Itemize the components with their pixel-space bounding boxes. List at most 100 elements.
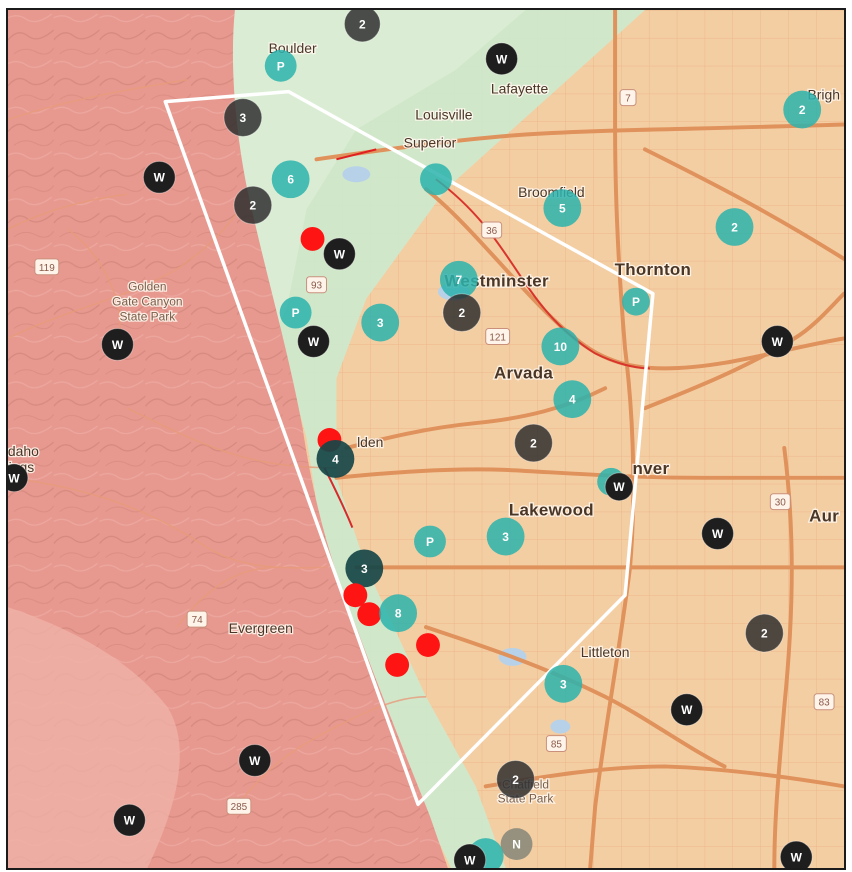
- highway-shield-36: 36: [481, 221, 503, 239]
- svg-text:83: 83: [819, 698, 831, 709]
- incident-marker[interactable]: [416, 633, 440, 657]
- marker-label: W: [8, 471, 20, 485]
- waypoint-marker[interactable]: W: [453, 843, 487, 868]
- svg-text:85: 85: [551, 740, 563, 751]
- highway-shield-93: 93: [306, 276, 327, 294]
- marker-label: P: [426, 535, 434, 549]
- highway-shield-121: 121: [485, 328, 511, 345]
- marker-label: 3: [502, 530, 509, 544]
- marker-label: W: [496, 52, 508, 66]
- marker-label: 2: [530, 436, 537, 450]
- cluster-marker[interactable]: 5: [543, 189, 582, 228]
- marker-label: 6: [287, 173, 294, 187]
- cluster-marker[interactable]: 3: [345, 549, 384, 588]
- incident-marker[interactable]: [300, 227, 325, 251]
- marker-label: 7: [456, 273, 463, 287]
- marker-label: 2: [459, 306, 466, 320]
- marker-label: W: [613, 480, 625, 494]
- cluster-marker[interactable]: 4: [316, 439, 355, 478]
- cluster-marker[interactable]: 3: [544, 664, 583, 703]
- cluster-marker[interactable]: 2: [233, 185, 273, 225]
- marker-label: 2: [731, 220, 738, 234]
- cluster-marker[interactable]: 10: [541, 327, 580, 366]
- cluster-marker[interactable]: N: [500, 828, 533, 860]
- incident-marker[interactable]: [343, 583, 368, 608]
- marker-label: 2: [359, 17, 366, 31]
- marker-label: 3: [240, 111, 247, 125]
- waypoint-marker[interactable]: W: [485, 42, 519, 76]
- cluster-marker[interactable]: P: [622, 287, 650, 316]
- place-label-lakewood: Lakewood: [509, 501, 594, 520]
- waypoint-marker[interactable]: W: [670, 693, 704, 727]
- waypoint-marker[interactable]: W: [604, 472, 634, 502]
- red-trail: [336, 148, 377, 161]
- waypoint-marker[interactable]: W: [101, 328, 134, 361]
- svg-text:74: 74: [192, 615, 204, 626]
- marker-label: W: [308, 335, 320, 349]
- place-label-golden: lden: [357, 434, 383, 450]
- cluster-marker[interactable]: 2: [514, 423, 553, 463]
- cluster-marker[interactable]: 3: [486, 517, 525, 556]
- highway-shield-83: 83: [813, 693, 835, 711]
- major-roads: [314, 10, 844, 868]
- cluster-marker[interactable]: 3: [361, 303, 400, 342]
- cluster-marker[interactable]: 4: [553, 380, 592, 419]
- waypoint-marker[interactable]: W: [8, 463, 29, 493]
- svg-text:30: 30: [775, 498, 787, 509]
- place-label-lafayette: Lafayette: [491, 81, 549, 97]
- svg-text:93: 93: [311, 281, 323, 292]
- waypoint-marker[interactable]: W: [238, 744, 272, 777]
- highway-36-line: [435, 178, 650, 370]
- incident-marker[interactable]: [385, 652, 410, 677]
- marker-label: 2: [761, 627, 768, 641]
- place-label-littleton: Littleton: [581, 644, 630, 660]
- svg-text:36: 36: [486, 226, 498, 237]
- cluster-marker[interactable]: 2: [442, 293, 482, 333]
- highway-shield-85: 85: [545, 735, 567, 753]
- marker-label: 2: [799, 103, 806, 117]
- marker-label: P: [292, 306, 300, 320]
- waypoint-marker[interactable]: W: [701, 517, 735, 550]
- cluster-marker[interactable]: 2: [496, 759, 535, 799]
- cluster-marker[interactable]: P: [264, 49, 297, 82]
- place-label-golden-gate-2: Gate Canyon: [112, 295, 182, 309]
- highway-shield-7: 7: [619, 89, 637, 107]
- highway-shield-285: 285: [226, 797, 252, 815]
- cluster-marker[interactable]: 7: [439, 260, 478, 299]
- cluster-marker[interactable]: 2: [783, 90, 822, 129]
- cluster-marker[interactable]: [420, 163, 452, 196]
- waypoint-marker[interactable]: W: [760, 325, 794, 358]
- lake: [342, 166, 371, 183]
- waypoint-marker[interactable]: W: [142, 160, 176, 194]
- marker-label: 2: [250, 199, 257, 213]
- lake: [550, 719, 571, 734]
- cluster-marker[interactable]: 2: [715, 208, 754, 246]
- marker-label: W: [791, 850, 803, 864]
- incident-marker[interactable]: [357, 602, 382, 627]
- cluster-marker[interactable]: 3: [223, 98, 263, 137]
- mountain-terrain: [8, 10, 448, 868]
- cluster-marker[interactable]: P: [279, 296, 312, 329]
- waypoint-marker[interactable]: W: [322, 237, 356, 271]
- selection-polygon[interactable]: [163, 89, 655, 806]
- marker-label: W: [154, 171, 166, 185]
- cluster-marker[interactable]: 2: [744, 613, 784, 653]
- marker-label: W: [334, 247, 346, 261]
- place-label-arvada: Arvada: [494, 363, 553, 382]
- marker-label: P: [632, 295, 640, 309]
- marker-label: W: [112, 338, 124, 352]
- waypoint-marker[interactable]: W: [112, 803, 146, 837]
- highway-shield-74: 74: [186, 610, 208, 628]
- place-label-louisville: Louisville: [415, 107, 473, 123]
- cluster-marker[interactable]: P: [414, 525, 446, 558]
- cluster-marker[interactable]: 8: [379, 594, 418, 633]
- cluster-marker[interactable]: 6: [271, 160, 310, 199]
- cluster-marker[interactable]: 2: [343, 10, 381, 43]
- marker-label: N: [512, 838, 521, 852]
- waypoint-marker[interactable]: W: [297, 325, 330, 358]
- marker-label: W: [464, 853, 476, 867]
- waypoint-marker[interactable]: W: [779, 840, 813, 868]
